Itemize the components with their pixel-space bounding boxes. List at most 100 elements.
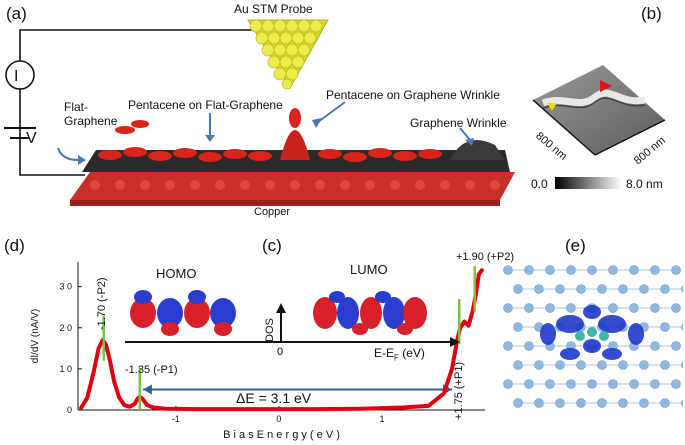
lattice-atom	[513, 360, 523, 370]
lattice-atom	[534, 284, 544, 294]
lattice-atom	[555, 398, 565, 408]
voltage-symbol: V	[26, 130, 37, 147]
x-tick-label: 0	[276, 414, 281, 424]
annotation-p2-plus: +1.90 (+P2)	[456, 251, 515, 263]
lattice-atom	[660, 360, 670, 370]
lattice-atom	[597, 284, 607, 294]
dos-label: DOS	[264, 318, 276, 342]
lattice-atom	[524, 265, 534, 275]
lattice-atom	[618, 284, 628, 294]
annotation-p2-minus: -1.70 (-P2)	[96, 277, 108, 330]
lattice-atom	[545, 265, 555, 275]
wrinkle-label: Graphene Wrinkle	[410, 116, 507, 130]
yellow-marker-arrow	[547, 103, 557, 111]
pentacene-flat-label: Pentacene on Flat-Graphene	[128, 98, 283, 112]
panel-e-label: (e)	[565, 236, 586, 255]
lattice-atom	[671, 303, 681, 313]
panel-a-label: (a)	[6, 4, 27, 23]
density-lobe	[556, 315, 584, 333]
lattice-atom	[566, 303, 576, 313]
lattice-atom	[587, 265, 597, 275]
lattice-atom	[681, 361, 683, 369]
lattice-atom	[618, 360, 628, 370]
lattice-atom	[660, 398, 670, 408]
density-lobe	[628, 323, 644, 345]
lattice-atom	[681, 323, 683, 331]
annotation-gap: ΔE = 3.1 eV	[236, 390, 312, 406]
substrate-label: Copper	[254, 206, 291, 218]
ammeter-icon	[5, 60, 35, 90]
x-tick-label: -1	[172, 414, 180, 424]
lattice-atom	[650, 379, 660, 389]
scale-max-label: 8.0 nm	[626, 177, 663, 191]
lattice-atom	[639, 284, 649, 294]
lattice-atom	[576, 284, 586, 294]
flat-graphene-label: Flat- Graphene	[64, 100, 118, 128]
lattice-atom	[566, 379, 576, 389]
lattice-atom	[555, 284, 565, 294]
lattice-atom	[681, 285, 683, 293]
lumo-label: LUMO	[350, 262, 388, 277]
y-axis-label: dI/dV (nA/V)	[30, 309, 41, 363]
lattice-atom	[503, 265, 513, 275]
lattice-atom	[639, 398, 649, 408]
lattice-atom	[513, 284, 523, 294]
lattice-atom	[545, 303, 555, 313]
x-axis-label: B i a s E n e r g y ( e V )	[223, 429, 340, 441]
density-center	[575, 331, 585, 341]
y-tick-label: 0	[67, 405, 72, 415]
lattice-atom	[576, 360, 586, 370]
y-tick-label: 2 0	[59, 323, 72, 333]
scale-min-label: 0.0	[531, 177, 548, 191]
lattice-atom	[503, 379, 513, 389]
lattice-atom	[671, 265, 681, 275]
lattice-atom	[650, 303, 660, 313]
lattice-atom	[671, 379, 681, 389]
annotation-p1-plus: +1.75 (+P1)	[453, 361, 465, 420]
panel-c-label: (c)	[262, 236, 282, 255]
panel-e-density-map	[503, 265, 683, 408]
homo-orbital	[130, 290, 236, 336]
lattice-atom	[681, 399, 683, 407]
lattice-atom	[629, 379, 639, 389]
red-marker-arrow	[600, 80, 612, 92]
panel-d-label: (d)	[4, 236, 25, 255]
panel-b-label: (b)	[641, 4, 662, 23]
lattice-atom	[545, 379, 555, 389]
lattice-atom	[503, 341, 513, 351]
lattice-atom	[597, 398, 607, 408]
density-lobe	[602, 348, 622, 360]
current-symbol: I	[14, 68, 19, 85]
density-lobe	[598, 315, 626, 333]
lattice-atom	[660, 322, 670, 332]
lattice-atom	[639, 360, 649, 370]
lattice-atom	[534, 360, 544, 370]
lattice-atom	[513, 398, 523, 408]
lattice-atom	[650, 265, 660, 275]
lattice-atom	[618, 398, 628, 408]
probe-label: Au STM Probe	[234, 2, 313, 16]
y-tick-label: 3 0	[59, 282, 72, 292]
y-tick-label: 1 0	[59, 364, 72, 374]
lattice-atom	[608, 303, 618, 313]
lattice-atom	[576, 398, 586, 408]
lattice-atom	[650, 341, 660, 351]
gap-arrow-left	[142, 384, 152, 395]
x-tick-label: 1	[379, 414, 384, 424]
panel-b-topography	[532, 65, 666, 189]
zero-label: 0	[277, 346, 284, 358]
density-center	[599, 331, 609, 341]
lattice-atom	[513, 322, 523, 332]
lattice-atom	[608, 265, 618, 275]
lattice-atom	[608, 379, 618, 389]
lattice-atom	[597, 360, 607, 370]
density-center	[587, 327, 597, 337]
lattice-atom	[503, 303, 513, 313]
lattice-atom	[629, 265, 639, 275]
density-lobe	[540, 323, 556, 345]
color-scale-bar	[555, 177, 621, 189]
pentacene-wrinkle-label: Pentacene on Graphene Wrinkle	[326, 88, 500, 102]
lattice-atom	[555, 360, 565, 370]
density-lobe	[583, 339, 601, 353]
energy-axis-label: E-EF (eV)	[374, 346, 425, 363]
